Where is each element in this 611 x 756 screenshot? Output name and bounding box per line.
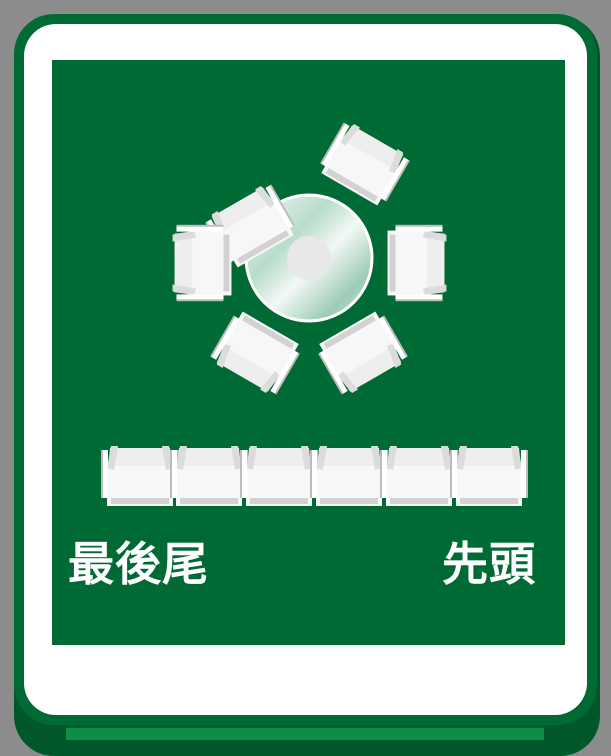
chair-icon — [172, 224, 232, 302]
chair-icon — [101, 446, 179, 506]
chair-icon — [316, 119, 412, 209]
chair-icon — [240, 446, 318, 506]
chair-icon — [450, 446, 528, 506]
seating-diagram — [101, 119, 528, 506]
sign-bottom-strip — [66, 728, 544, 740]
chair-icon — [314, 308, 410, 398]
chair-icon — [387, 224, 447, 302]
chair-icon — [208, 308, 304, 398]
sign-panel — [52, 60, 565, 645]
queue-end-label: 最後尾 — [68, 537, 209, 591]
queue-front-label: 先頭 — [442, 537, 536, 591]
chair-icon — [380, 446, 458, 506]
chair-row — [101, 446, 528, 506]
chair-icon — [310, 446, 388, 506]
chair-icon — [170, 446, 248, 506]
